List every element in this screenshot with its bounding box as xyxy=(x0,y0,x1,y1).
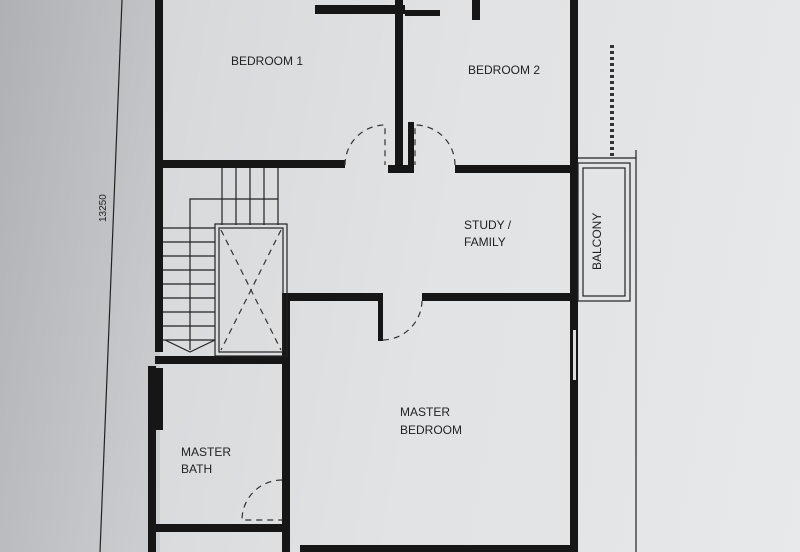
railing-post xyxy=(610,147,614,150)
label-family: FAMILY xyxy=(464,235,506,249)
railing-post xyxy=(610,105,614,108)
wall-bedroom-divider-stub xyxy=(408,122,414,170)
railing-post xyxy=(610,57,614,60)
railing-post xyxy=(610,153,614,156)
railing-post xyxy=(610,69,614,72)
stair-arrow-icon xyxy=(164,339,216,353)
wall-study-bottom-left xyxy=(285,293,378,301)
wall-top-bedroom1 xyxy=(315,5,405,14)
window-right xyxy=(573,330,576,380)
door-bedroom1 xyxy=(344,124,386,166)
door-master-bath xyxy=(241,479,283,521)
railing-post xyxy=(610,111,614,114)
wall-bedroom-divider xyxy=(395,0,403,170)
staircase xyxy=(163,168,279,353)
railing-post xyxy=(610,135,614,138)
wall-bedroom1-bottom xyxy=(160,160,345,168)
wall-right xyxy=(570,0,578,552)
railing-post xyxy=(610,51,614,54)
wall-master-left xyxy=(282,293,290,552)
label-balcony: BALCONY xyxy=(590,213,604,270)
floor-area xyxy=(160,0,575,552)
balcony xyxy=(577,162,631,302)
railing-post xyxy=(610,117,614,120)
wall-top-door xyxy=(405,10,440,16)
railing-post xyxy=(610,129,614,132)
wall-master-bottom xyxy=(300,545,575,552)
dimension-label: 13250 xyxy=(98,194,109,222)
void-opening xyxy=(214,223,288,357)
wall-bedroom2-bottom xyxy=(455,165,577,173)
wall-door-jamb xyxy=(378,293,383,341)
wall-left-upper xyxy=(155,0,163,352)
label-bedroom1: BEDROOM 1 xyxy=(231,54,303,68)
wall-study-bottom-right xyxy=(422,293,578,301)
railing-post xyxy=(610,123,614,126)
wall-bath-top xyxy=(155,356,285,364)
label-master-bedroom-2: BEDROOM xyxy=(400,423,462,437)
railing-post xyxy=(610,99,614,102)
label-study: STUDY / xyxy=(464,218,512,232)
label-master-bath-1: MASTER xyxy=(181,445,231,459)
railing-post xyxy=(610,93,614,96)
railing-post xyxy=(610,63,614,66)
wall-bath-stub xyxy=(155,368,163,430)
wall-top-bedroom2 xyxy=(472,0,480,20)
railing-post xyxy=(610,75,614,78)
dimension-line xyxy=(99,0,123,552)
railing-post xyxy=(610,141,614,144)
label-bedroom2: BEDROOM 2 xyxy=(468,63,540,77)
walls xyxy=(148,0,578,552)
label-master-bath-2: BATH xyxy=(181,462,212,476)
wall-center-stub xyxy=(388,165,414,173)
door-bedroom2 xyxy=(414,124,456,166)
doors xyxy=(241,124,456,521)
label-master-bedroom-1: MASTER xyxy=(400,405,450,419)
railing-post xyxy=(610,87,614,90)
railing-post xyxy=(610,45,614,48)
wall-left-lower xyxy=(148,366,156,552)
railing-post xyxy=(610,81,614,84)
wall-bath-bottom xyxy=(150,524,285,532)
balcony-railing xyxy=(610,45,614,156)
